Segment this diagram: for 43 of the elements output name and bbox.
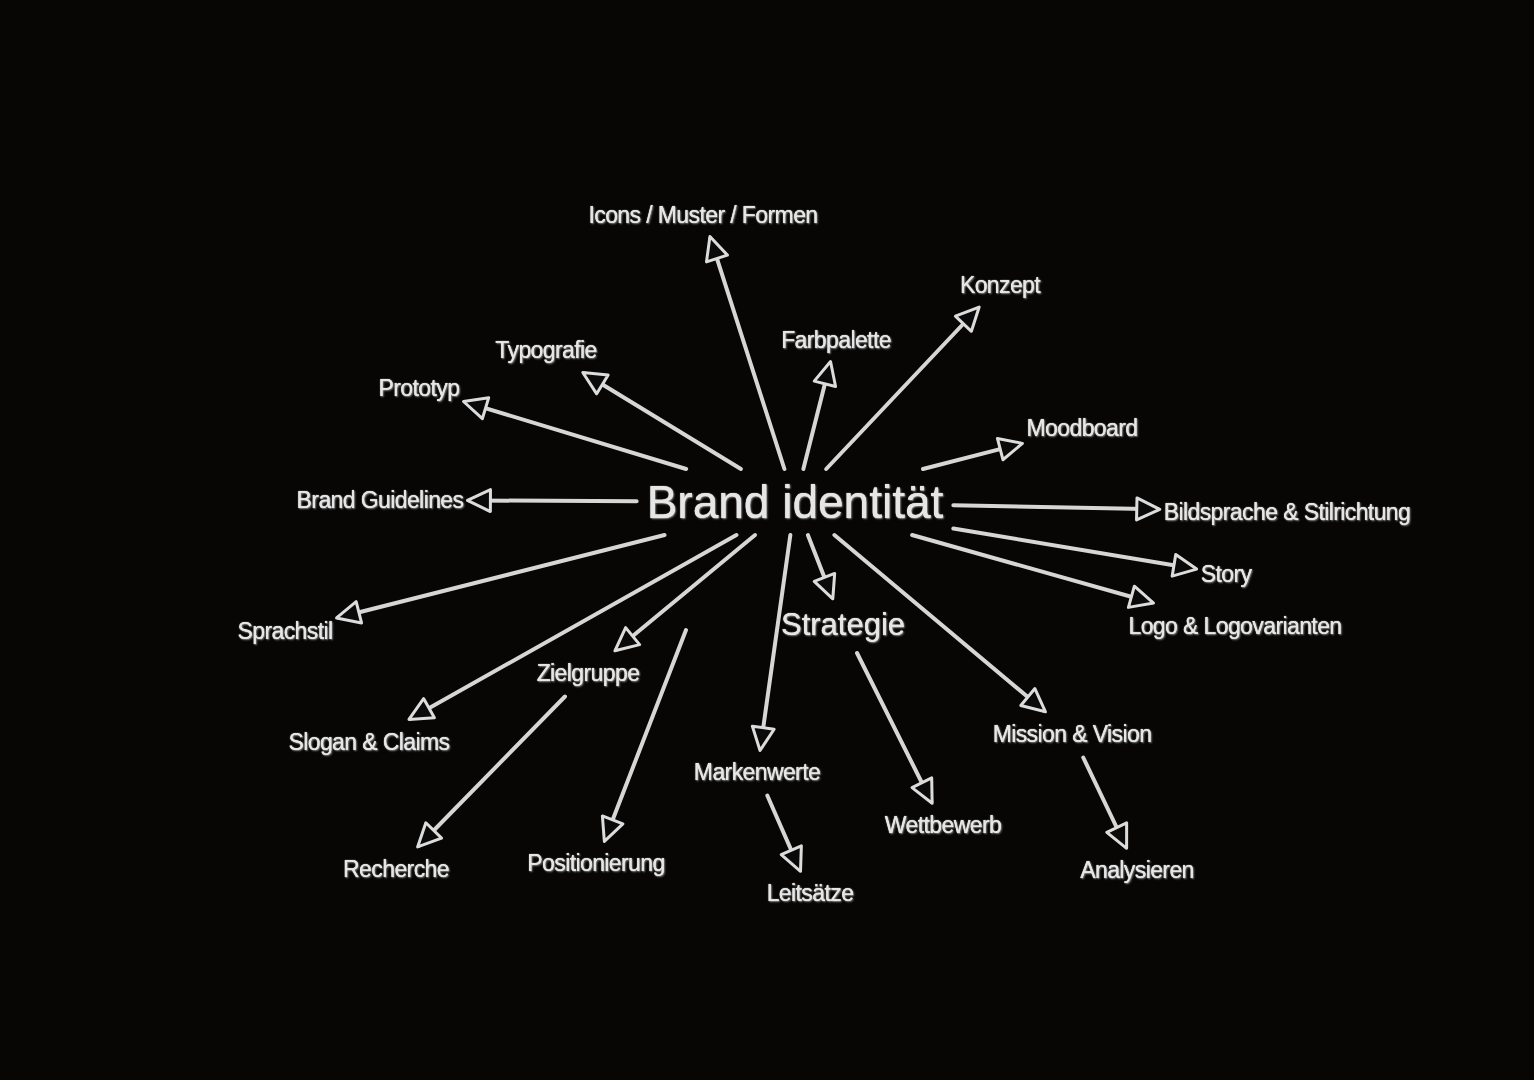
arrow — [832, 533, 1047, 714]
arrow — [600, 628, 688, 843]
topic-label: Analysieren — [1080, 856, 1194, 884]
topic-label: Logo & Logovarianten — [1128, 612, 1342, 640]
topic-label: Strategie — [780, 607, 906, 643]
topic-label: Farbpalette — [781, 326, 891, 354]
arrow — [951, 496, 1162, 522]
topic-label: Zielgruppe — [536, 659, 640, 687]
arrow — [462, 396, 689, 471]
arrow — [613, 533, 758, 653]
central-topic: Brand identität — [646, 475, 944, 529]
arrow — [951, 526, 1199, 578]
arrow — [910, 533, 1156, 609]
topic-label: Positionierung — [527, 849, 665, 877]
topic-label: Konzept — [959, 271, 1041, 299]
arrow — [335, 533, 667, 625]
arrow — [765, 793, 803, 873]
topic-label: Sprachstil — [237, 617, 333, 645]
arrow — [824, 305, 981, 471]
arrow — [407, 533, 739, 721]
topic-label: Wettbewerb — [884, 811, 1002, 839]
topic-label: Icons / Muster / Formen — [588, 201, 818, 229]
arrow — [465, 488, 639, 514]
topic-label: Leitsätze — [766, 879, 854, 907]
topic-label: Slogan & Claims — [288, 728, 450, 756]
topic-label: Recherche — [343, 855, 449, 883]
topic-label: Mission & Vision — [992, 720, 1152, 748]
arrow — [416, 694, 567, 849]
topic-label: Bildsprache & Stilrichtung — [1163, 498, 1411, 526]
topic-label: Typografie — [495, 336, 597, 364]
arrow — [921, 436, 1024, 471]
topic-label: Markenwerte — [693, 758, 821, 786]
arrow — [704, 235, 787, 471]
arrow — [855, 651, 934, 805]
topic-label: Prototyp — [378, 374, 460, 402]
arrow — [581, 370, 743, 471]
arrow — [801, 360, 838, 471]
arrow — [805, 533, 837, 601]
topic-label: Moodboard — [1026, 414, 1138, 442]
topic-label: Brand Guidelines — [296, 486, 464, 514]
arrow — [750, 533, 793, 752]
arrow — [1081, 755, 1129, 850]
topic-label: Story — [1200, 560, 1252, 588]
